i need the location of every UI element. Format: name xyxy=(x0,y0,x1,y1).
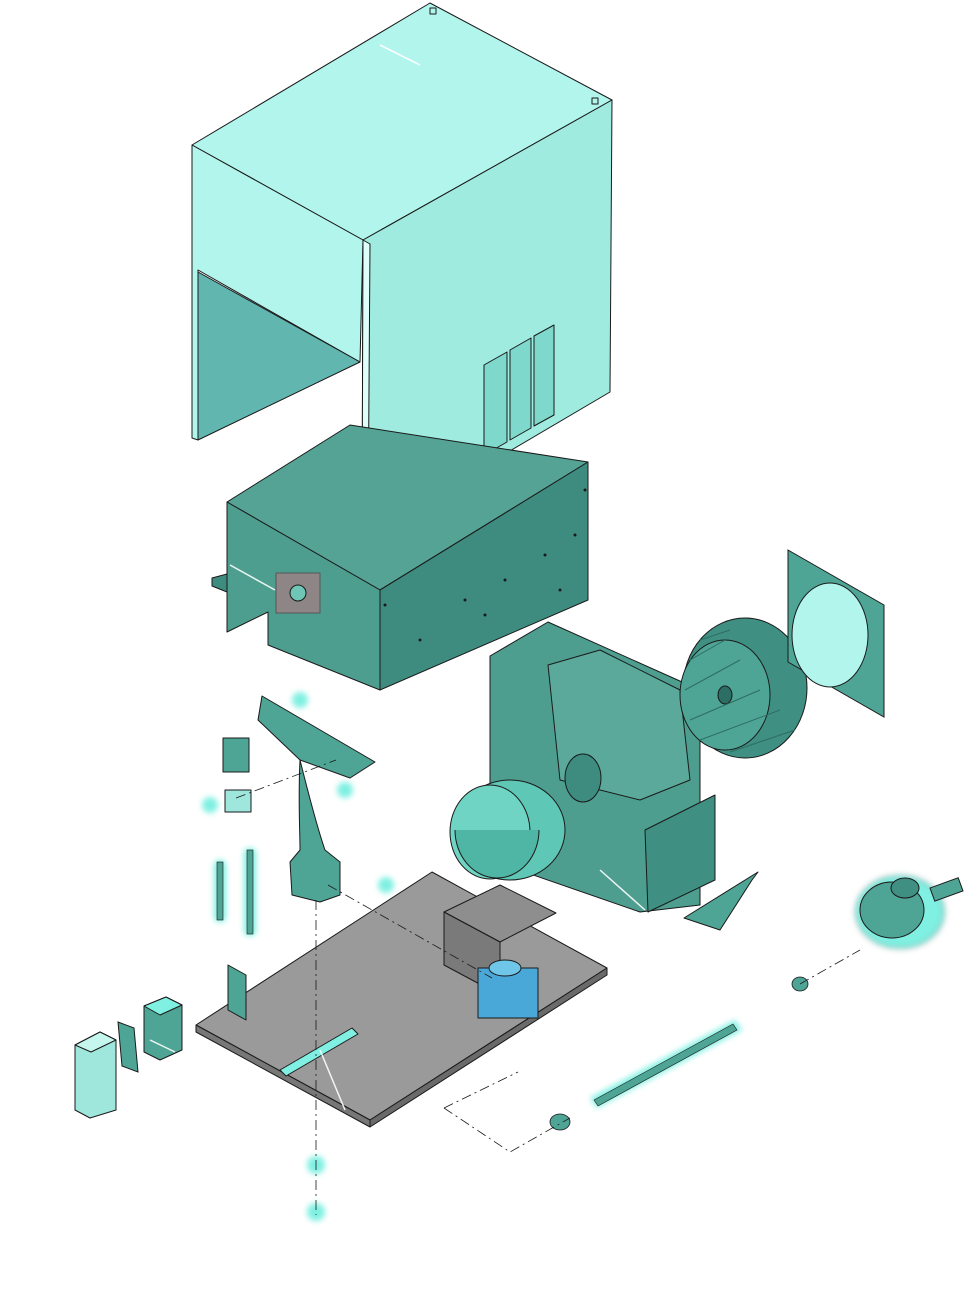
burner-hardware-callout-line-1: Burner mo dware xyxy=(366,700,466,715)
top-cabinet-cover xyxy=(191,2,613,539)
igniter-electrodes xyxy=(214,848,256,936)
base-plate xyxy=(195,871,608,1128)
cabinet-louver xyxy=(509,337,532,441)
gasket-plate xyxy=(787,549,885,718)
burner-tube xyxy=(289,759,341,903)
burner-head xyxy=(257,695,376,779)
blower-motor xyxy=(449,779,566,881)
flex-gas-hose xyxy=(590,1020,742,1108)
relay-plate xyxy=(117,1021,139,1073)
cabinet-louver xyxy=(533,324,555,427)
housing-right-face xyxy=(379,461,589,691)
control-transformer xyxy=(74,1031,117,1119)
heat-exchanger-housing xyxy=(211,424,589,691)
outlet-chute xyxy=(683,871,759,931)
blower-opening xyxy=(564,753,602,803)
igniter-bracket xyxy=(224,789,252,813)
burner-hardware-callout-line-2: (scr pacers) xyxy=(366,717,435,732)
junction-box xyxy=(143,996,183,1061)
burner-assembly xyxy=(222,695,376,903)
cabinet-inner-shadow xyxy=(197,271,361,441)
pipe-fittings xyxy=(549,976,809,1131)
gas-valve xyxy=(477,959,539,1019)
fan-wheel xyxy=(679,617,808,759)
assembly-leader-lines xyxy=(235,759,861,1215)
blower-housing xyxy=(449,621,759,931)
gasket-opening xyxy=(791,582,869,688)
cabinet-louver xyxy=(483,351,508,456)
gas-regulator xyxy=(855,875,964,949)
